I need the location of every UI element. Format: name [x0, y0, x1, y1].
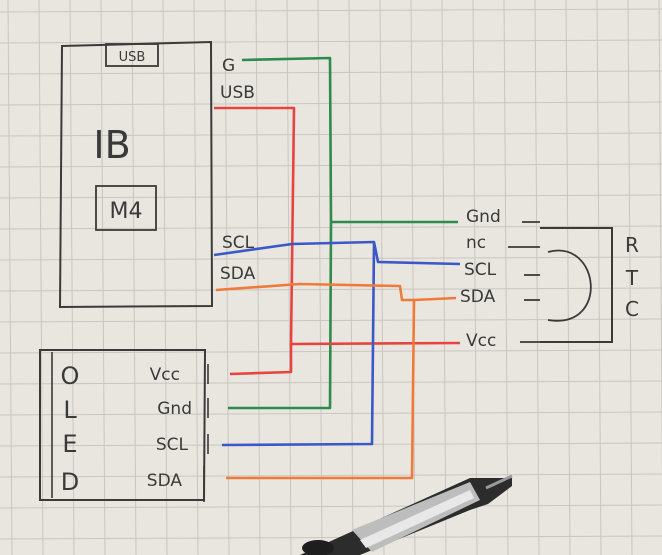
grid-line	[38, 0, 44, 555]
board-pin-g: G	[222, 56, 235, 76]
oled-letter-d: D	[61, 468, 79, 496]
rtc-pin-nc: nc	[466, 233, 486, 253]
rtc-pin-ticks	[508, 221, 540, 343]
wires	[213, 56, 461, 480]
grid-line	[7, 0, 13, 555]
grid-line	[565, 0, 571, 555]
grid-line	[348, 0, 354, 555]
oled-pin-ticks	[203, 364, 209, 502]
chip-outline	[95, 185, 157, 231]
grid-line	[410, 0, 416, 555]
board-pin-scl: SCL	[222, 233, 255, 253]
usb-connector	[105, 43, 159, 67]
grid-line	[255, 0, 261, 555]
usb-connector-label: USB	[119, 50, 146, 65]
oled-pin-scl: SCL	[156, 435, 189, 455]
oled-pin-vcc: Vcc	[150, 365, 180, 385]
rtc-letter-c: C	[625, 297, 639, 321]
oled-letter-l: L	[63, 396, 77, 424]
wire-scl	[213, 240, 461, 447]
oled-pin-sda: SDA	[147, 471, 183, 491]
grid-line	[317, 0, 323, 555]
board-outline	[58, 40, 214, 309]
grid-line	[162, 0, 168, 555]
grid-line	[0, 39, 662, 44]
grid-line	[286, 0, 292, 555]
grid-line	[534, 0, 540, 555]
rtc-pin-vcc: Vcc	[466, 331, 496, 351]
wire-power	[214, 106, 461, 376]
board: USB IB M4 G USB SCL SDA	[58, 40, 256, 309]
grid-line	[0, 504, 662, 509]
grid-line	[596, 0, 602, 555]
grid-line	[100, 0, 106, 555]
grid-line	[627, 0, 633, 555]
grid-line	[379, 0, 385, 555]
grid-line	[441, 0, 447, 555]
rtc-pin-sda: SDA	[460, 287, 496, 307]
wire-ground	[228, 56, 458, 410]
oled-pin-gnd: Gnd	[157, 399, 192, 419]
grid-line	[0, 8, 662, 13]
rtc-pin-scl: SCL	[464, 260, 497, 280]
oled-module: O L E D Vcc Gnd SCL SDA	[39, 349, 209, 502]
rtc-battery	[547, 249, 592, 322]
chip-label: M4	[110, 199, 143, 224]
rtc-outline	[540, 227, 613, 343]
rtc-pin-gnd: Gnd	[466, 207, 501, 227]
grid-line	[503, 0, 509, 555]
board-pin-usb: USB	[220, 83, 255, 103]
grid-line	[658, 0, 662, 486]
wire-sda	[215, 282, 457, 480]
board-title: IB	[93, 123, 130, 167]
grid-line	[193, 0, 199, 555]
rtc-letter-t: T	[625, 266, 639, 290]
grid-line	[224, 0, 230, 555]
rtc-module: R T C Gnd nc SCL SDA Vcc	[460, 207, 639, 351]
grid-line	[472, 0, 478, 555]
grid-line	[0, 411, 662, 416]
rtc-letter-r: R	[625, 233, 639, 257]
pencil-image	[300, 474, 513, 555]
grid-line	[69, 0, 75, 555]
grid-line	[131, 0, 137, 555]
board-pin-sda: SDA	[220, 264, 256, 284]
grid-line	[0, 473, 662, 478]
oled-letter-e: E	[62, 430, 77, 458]
grid-line	[0, 535, 662, 540]
oled-letter-o: O	[61, 362, 80, 390]
